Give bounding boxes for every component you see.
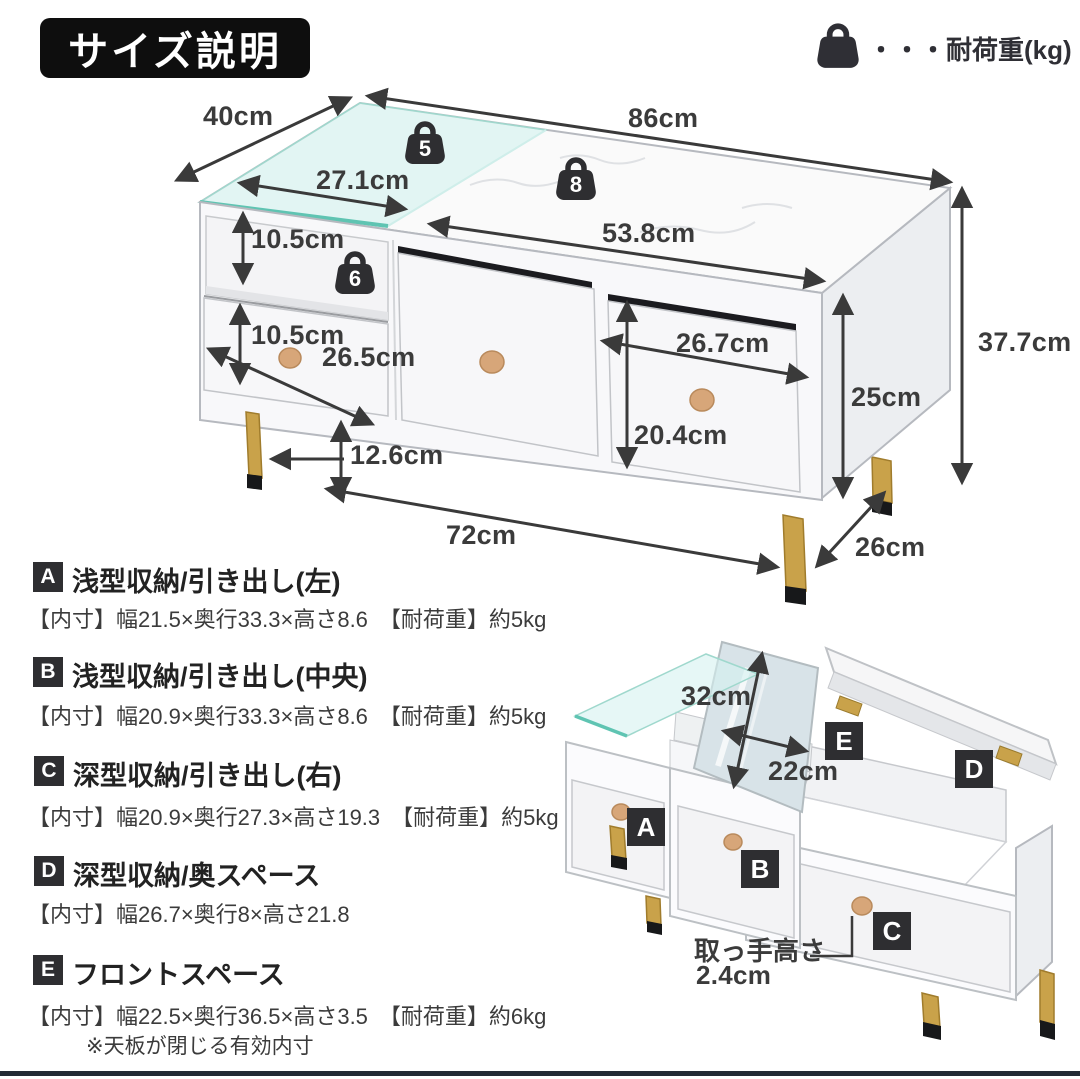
section-spec-a: 【内寸】幅21.5×奥行33.3×高さ8.6 【耐荷重】約5kg	[28, 607, 547, 632]
dim-drawer-left-height: 10.5cm	[251, 320, 345, 350]
section-title-a: 浅型収納/引き出し(左)	[72, 567, 341, 597]
section-note-e: ※天板が閉じる有効内寸	[86, 1035, 314, 1058]
marker-badge-b: B	[741, 850, 779, 888]
weight-icon	[405, 121, 445, 164]
marker-badge-a: A	[627, 808, 665, 846]
page-title-text: サイズ説明	[68, 30, 282, 74]
dim-drawer-right-width: 26.7cm	[676, 328, 770, 358]
load-value: 8	[569, 172, 583, 197]
handle-height-note-line1: 取っ手高さ	[694, 936, 826, 966]
open-dimension-lines	[720, 650, 854, 958]
open-unit-drawing	[565, 640, 1058, 1040]
section-title-d: 深型収納/奥スペース	[73, 861, 321, 891]
dim-marble-width: 53.8cm	[602, 218, 696, 248]
dim-lid-height: 32cm	[681, 681, 752, 711]
section-spec-d: 【内寸】幅26.7×奥行8×高さ21.8	[28, 902, 350, 927]
load-value: 5	[418, 136, 432, 161]
load-badge-shelf: 6	[334, 248, 376, 296]
section-badge-c: C	[34, 756, 64, 786]
dim-body-height: 25cm	[851, 382, 922, 412]
dim-width: 86cm	[628, 103, 699, 133]
dim-leg-span-depth: 26cm	[855, 532, 926, 562]
main-dimension-lines	[173, 87, 974, 575]
weight-icon	[817, 23, 859, 68]
marker-badge-c: C	[873, 912, 911, 950]
dim-glass-width: 27.1cm	[316, 165, 410, 195]
section-badge-e: E	[33, 955, 63, 985]
section-title-e: フロントスペース	[72, 960, 285, 990]
handle-height-note-line2: 2.4cm	[696, 960, 772, 990]
load-value: 6	[348, 266, 362, 291]
dim-drawer-left-width: 26.5cm	[322, 342, 416, 372]
section-badge-d: D	[34, 856, 64, 886]
page-title: サイズ説明	[40, 18, 310, 78]
section-spec-e: 【内寸】幅22.5×奥行36.5×高さ3.5 【耐荷重】約6kg	[28, 1004, 547, 1029]
dim-drawer-right-height: 20.4cm	[634, 420, 728, 450]
section-spec-b: 【内寸】幅20.9×奥行33.3×高さ8.6 【耐荷重】約5kg	[28, 704, 547, 729]
section-badge-a: A	[33, 562, 63, 592]
dim-total-height: 37.7cm	[978, 327, 1072, 357]
load-badge-glass-top: 5	[404, 118, 446, 166]
load-capacity-legend-label: ・・・耐荷重(kg)	[868, 35, 1072, 65]
bottom-divider	[0, 1071, 1080, 1076]
weight-icon	[335, 251, 375, 294]
dim-shelf-height: 10.5cm	[251, 224, 345, 254]
section-badge-b: B	[33, 657, 63, 687]
section-title-b: 浅型収納/引き出し(中央)	[72, 662, 368, 692]
section-title-c: 深型収納/引き出し(右)	[73, 761, 342, 791]
weight-icon	[556, 157, 596, 200]
dim-lid-width: 22cm	[768, 756, 839, 786]
marker-badge-e: E	[825, 722, 863, 760]
section-spec-c: 【内寸】幅20.9×奥行27.3×高さ19.3 【耐荷重】約5kg	[28, 805, 559, 830]
load-badge-marble-top: 8	[555, 154, 597, 202]
marker-badge-d: D	[955, 750, 993, 788]
dim-floor-clearance: 12.6cm	[350, 440, 444, 470]
dim-depth: 40cm	[203, 101, 274, 131]
dim-leg-span-width: 72cm	[446, 520, 517, 550]
